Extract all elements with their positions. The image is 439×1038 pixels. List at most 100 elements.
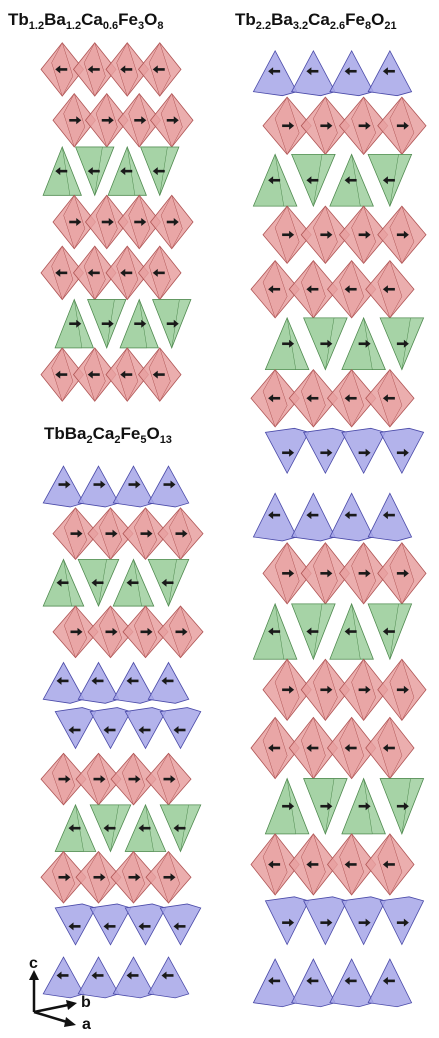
square-pyramid bbox=[112, 661, 155, 704]
spin-arrow-icon bbox=[166, 116, 179, 125]
spin-arrow-icon bbox=[138, 824, 151, 833]
spin-arrow-icon bbox=[358, 339, 371, 348]
spin-arrow-icon bbox=[282, 802, 295, 811]
spin-arrow-icon bbox=[103, 922, 116, 931]
spin-arrow-icon bbox=[70, 627, 83, 636]
spin-arrow-icon bbox=[126, 578, 139, 587]
square-pyramid bbox=[264, 896, 310, 946]
spin-arrow-icon bbox=[128, 480, 141, 489]
layer-octahedral bbox=[262, 96, 427, 155]
square-pyramid bbox=[42, 661, 85, 704]
spin-arrow-icon bbox=[87, 370, 100, 379]
spin-arrow-icon bbox=[320, 230, 333, 239]
spin-arrow-icon bbox=[382, 976, 395, 985]
square-pyramid bbox=[159, 903, 202, 946]
axis-c-label: c bbox=[29, 955, 38, 972]
spin-arrow-icon bbox=[268, 860, 281, 869]
spin-arrow-icon bbox=[396, 339, 409, 348]
spin-arrow-icon bbox=[268, 67, 281, 76]
spin-arrow-icon bbox=[138, 726, 151, 734]
spin-arrow-icon bbox=[58, 775, 71, 784]
layer-square-pyramidal bbox=[54, 903, 202, 946]
square-pyramid bbox=[291, 958, 336, 1008]
layer-octahedral bbox=[52, 507, 204, 561]
spin-arrow-icon bbox=[152, 65, 165, 74]
axis-a-label: a bbox=[82, 1016, 91, 1033]
spin-arrow-icon bbox=[161, 971, 174, 980]
spin-arrow-icon bbox=[306, 744, 319, 752]
spin-arrow-icon bbox=[68, 922, 81, 931]
structure-title-left: Tb1.2Ba1.2Ca0.6Fe3O8 bbox=[8, 10, 164, 32]
structure-column bbox=[40, 42, 194, 402]
spin-arrow-icon bbox=[134, 218, 147, 226]
spin-arrow-icon bbox=[120, 167, 133, 176]
spin-arrow-icon bbox=[93, 873, 106, 882]
spin-arrow-icon bbox=[382, 176, 395, 185]
spin-arrow-icon bbox=[268, 394, 281, 403]
square-pyramid bbox=[54, 707, 97, 750]
spin-arrow-icon bbox=[358, 230, 371, 239]
spin-arrow-icon bbox=[282, 448, 295, 457]
structure-title-middle: TbBa2Ca2Fe5O13 bbox=[44, 424, 172, 446]
spin-arrow-icon bbox=[382, 67, 395, 76]
spin-arrow-icon bbox=[358, 569, 371, 578]
spin-arrow-icon bbox=[175, 529, 188, 538]
spin-arrow-icon bbox=[306, 176, 319, 185]
spin-arrow-icon bbox=[128, 775, 141, 784]
square-pyramid bbox=[291, 49, 336, 97]
spin-arrow-icon bbox=[268, 176, 281, 185]
square-pyramid bbox=[329, 492, 374, 542]
spin-arrow-icon bbox=[396, 802, 409, 811]
spin-arrow-icon bbox=[105, 529, 118, 538]
spin-arrow-icon bbox=[55, 370, 68, 379]
spin-arrow-icon bbox=[268, 511, 281, 520]
layer-octahedral bbox=[40, 752, 192, 806]
spin-arrow-icon bbox=[282, 685, 295, 694]
spin-arrow-icon bbox=[344, 744, 357, 752]
spin-arrow-icon bbox=[58, 480, 71, 489]
spin-arrow-icon bbox=[56, 578, 69, 587]
spin-arrow-icon bbox=[93, 480, 106, 489]
spin-arrow-icon bbox=[344, 394, 357, 403]
square-pyramid bbox=[367, 49, 413, 97]
square-pyramid bbox=[54, 903, 97, 946]
layer-square-pyramidal bbox=[252, 49, 413, 97]
spin-arrow-icon bbox=[152, 370, 165, 379]
spin-arrow-icon bbox=[87, 167, 100, 176]
square-pyramid bbox=[77, 661, 120, 704]
layer-square-pyramidal bbox=[252, 958, 413, 1008]
spin-arrow-icon bbox=[91, 971, 104, 980]
square-pyramid bbox=[77, 465, 120, 508]
spin-arrow-icon bbox=[320, 918, 333, 927]
spin-arrow-icon bbox=[120, 268, 133, 277]
spin-arrow-icon bbox=[358, 448, 371, 457]
spin-arrow-icon bbox=[93, 775, 106, 784]
square-pyramid bbox=[367, 492, 413, 542]
structure-column bbox=[40, 465, 204, 999]
layer-octahedral bbox=[250, 833, 415, 896]
spin-arrow-icon bbox=[344, 976, 357, 985]
spin-arrow-icon bbox=[163, 873, 176, 882]
spin-arrow-icon bbox=[358, 802, 371, 811]
square-pyramid bbox=[341, 896, 386, 946]
square-pyramid bbox=[112, 465, 155, 508]
spin-arrow-icon bbox=[382, 511, 395, 520]
square-pyramid bbox=[252, 958, 298, 1008]
spin-arrow-icon bbox=[105, 627, 118, 636]
axis-indicator bbox=[29, 970, 77, 1027]
spin-arrow-icon bbox=[396, 230, 409, 239]
spin-arrow-icon bbox=[396, 918, 409, 927]
spin-arrow-icon bbox=[396, 448, 409, 457]
square-pyramid bbox=[147, 956, 190, 999]
a-axis-arrowhead bbox=[64, 1017, 76, 1027]
square-pyramid bbox=[77, 956, 120, 999]
spin-arrow-icon bbox=[396, 121, 409, 130]
spin-arrow-icon bbox=[344, 285, 357, 294]
layer-octahedral bbox=[250, 260, 415, 319]
spin-arrow-icon bbox=[69, 319, 82, 328]
spin-arrow-icon bbox=[55, 167, 68, 176]
square-pyramid bbox=[379, 427, 425, 475]
spin-arrow-icon bbox=[173, 726, 186, 734]
spin-arrow-icon bbox=[306, 285, 319, 294]
square-pyramid bbox=[303, 896, 348, 946]
